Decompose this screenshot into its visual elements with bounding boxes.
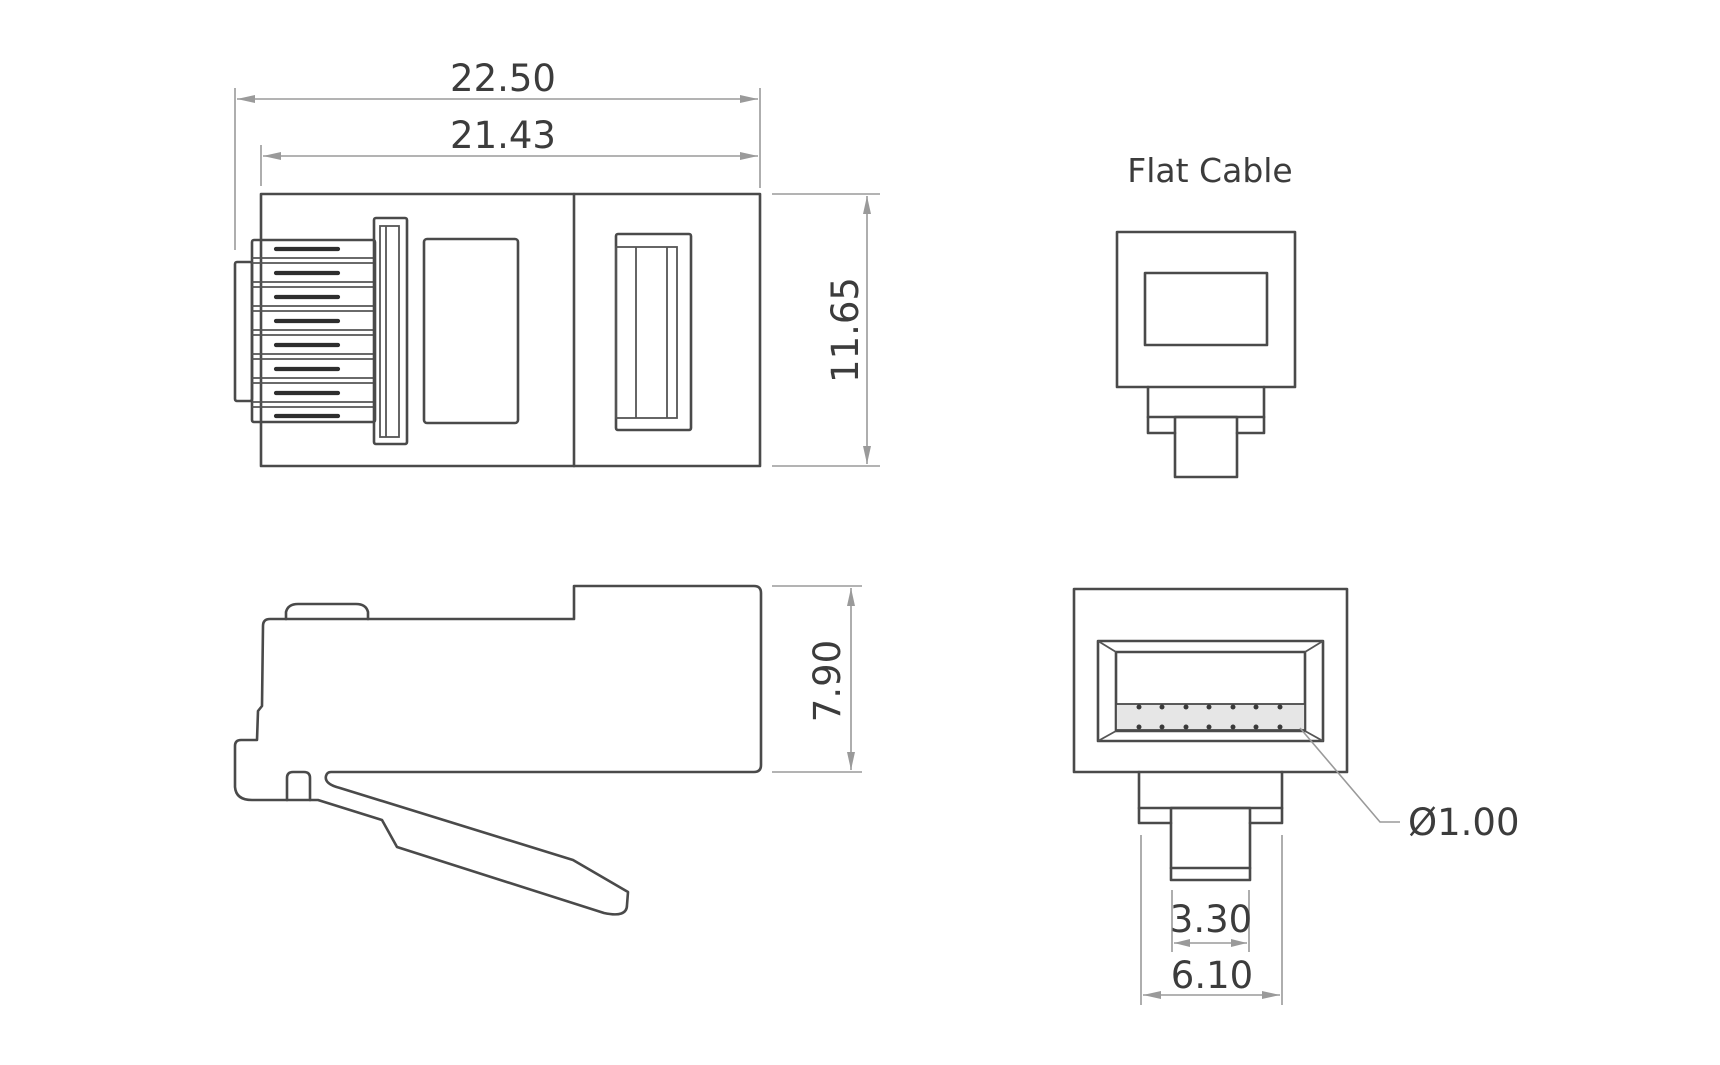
dimension-wire-diameter: Ø1.00 (1299, 727, 1520, 844)
wire-dots (1136, 704, 1283, 730)
dimension-label-tab-width: 3.30 (1170, 898, 1252, 941)
entry-bevel-inner (1114, 650, 1307, 733)
side-slot (285, 770, 312, 802)
dimension-overall-length: 22.50 (234, 57, 761, 250)
dimension-label-height: 7.90 (806, 640, 849, 722)
flat-cable-label: Flat Cable (1127, 151, 1292, 190)
contact-retainer-inner (379, 225, 400, 438)
contact-pins (273, 246, 341, 419)
side-view: 7.90 (233, 584, 862, 916)
entry-bevel-outer (1096, 639, 1325, 743)
dimension-label-overall-length: 22.50 (450, 57, 556, 100)
dimension-label-wire-diameter: Ø1.00 (1408, 801, 1520, 844)
rear-window-inner (615, 246, 678, 419)
dimension-height: 7.90 (772, 585, 862, 773)
end-view-inner-window (1143, 271, 1269, 347)
end-view-outer (1115, 230, 1297, 389)
dimension-label-width: 11.65 (824, 277, 867, 383)
flat-cable-end-view: Flat Cable (1115, 151, 1297, 479)
end-view-tab (1173, 415, 1239, 479)
entry-tab (1169, 806, 1252, 882)
plug-side-profile (233, 584, 763, 916)
entry-lower-block (1137, 770, 1284, 825)
rear-window-outer (614, 232, 693, 432)
entry-view-outer (1072, 587, 1349, 774)
dimension-body-length: 21.43 (260, 114, 758, 186)
dimension-label-boot-width: 6.10 (1171, 954, 1253, 997)
contact-separator-lines (252, 257, 375, 408)
dimension-boot-width: 6.10 (1140, 835, 1283, 1005)
dimension-label-body-length: 21.43 (450, 114, 556, 157)
contact-end-tab (233, 260, 254, 403)
top-window (422, 237, 520, 425)
contact-retainer-bar (372, 216, 409, 446)
cable-entry-view: Ø1.00 3.30 6.10 (1072, 587, 1520, 1005)
dimension-tab-width: 3.30 (1170, 890, 1252, 952)
dimension-width: 11.65 (772, 193, 880, 467)
end-view-lower-block (1146, 385, 1266, 435)
top-view: 22.50 21.43 11.65 (233, 57, 880, 468)
side-bump (284, 602, 370, 621)
